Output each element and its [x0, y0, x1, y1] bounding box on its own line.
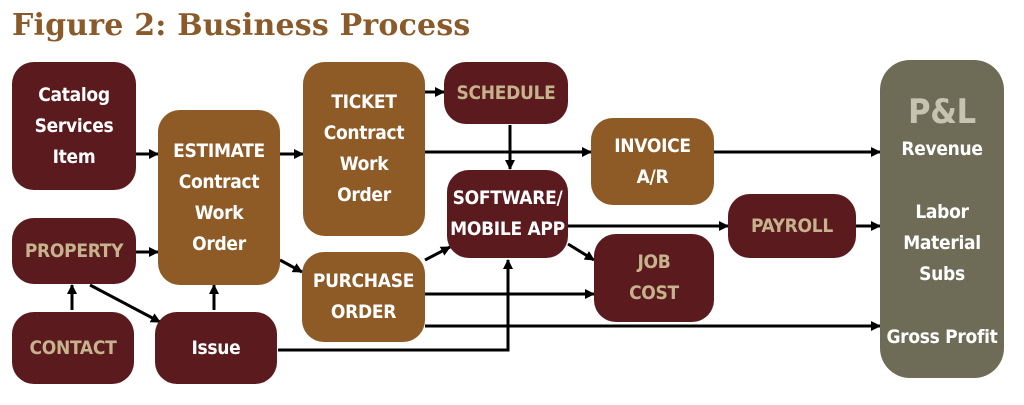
software-line-1: SOFTWARE/	[452, 187, 563, 209]
pnl-subs: Subs	[919, 263, 965, 285]
software-node: SOFTWARE/ MOBILE APP	[447, 170, 568, 258]
job-cost-node: JOB COST	[594, 234, 714, 322]
pnl-title: P&L	[908, 92, 976, 132]
schedule-label: SCHEDULE	[456, 81, 556, 104]
payroll-node: PAYROLL	[728, 194, 856, 258]
pnl-material: Material	[903, 232, 981, 254]
arrow-property-issue	[89, 283, 161, 324]
invoice-line-2: A/R	[636, 165, 669, 188]
pnl-labor: Labor	[915, 201, 969, 223]
arrow-issue-software	[278, 259, 513, 352]
property-label: PROPERTY	[24, 239, 124, 262]
catalog-line-2: Services	[34, 114, 114, 137]
estimate-line-3: Work	[194, 201, 244, 224]
ticket-line-4: Order	[337, 184, 391, 206]
arrow-estimate-purchase	[279, 258, 303, 274]
pnl-revenue: Revenue	[901, 138, 983, 160]
pnl-node: P&L Revenue Labor Material Subs Gross Pr…	[880, 60, 1004, 378]
issue-node: Issue	[155, 312, 277, 384]
jobcost-line-2: COST	[629, 282, 679, 304]
catalog-line-1: Catalog	[38, 83, 110, 106]
catalog-node: Catalog Services Item	[12, 62, 136, 190]
arrow-purchase-software	[424, 245, 451, 262]
arrow-software-jobcost	[567, 242, 595, 262]
jobcost-line-1: JOB	[637, 251, 671, 273]
catalog-line-3: Item	[52, 145, 96, 168]
contact-label: CONTACT	[29, 336, 117, 359]
payroll-label: PAYROLL	[751, 214, 833, 237]
invoice-node: INVOICE A/R	[591, 118, 714, 205]
estimate-node: ESTIMATE Contract Work Order	[158, 110, 280, 285]
ticket-line-2: Contract	[323, 122, 405, 144]
figure-title: Figure 2: Business Process	[12, 8, 471, 43]
contact-node: CONTACT	[12, 312, 134, 384]
estimate-line-1: ESTIMATE	[173, 139, 265, 162]
schedule-node: SCHEDULE	[444, 62, 568, 124]
software-line-2: MOBILE APP	[450, 218, 565, 240]
estimate-line-4: Order	[192, 232, 246, 255]
pnl-gross-profit: Gross Profit	[886, 326, 998, 348]
ticket-line-3: Work	[339, 153, 389, 175]
property-node: PROPERTY	[12, 218, 136, 284]
invoice-line-1: INVOICE	[614, 134, 691, 157]
estimate-line-2: Contract	[178, 170, 260, 193]
purchase-line-2: ORDER	[330, 301, 397, 323]
ticket-line-1: TICKET	[331, 91, 397, 113]
ticket-node: TICKET Contract Work Order	[303, 62, 425, 236]
issue-label: Issue	[191, 336, 241, 359]
purchase-line-1: PURCHASE	[312, 270, 415, 292]
purchase-order-node: PURCHASE ORDER	[302, 252, 425, 342]
